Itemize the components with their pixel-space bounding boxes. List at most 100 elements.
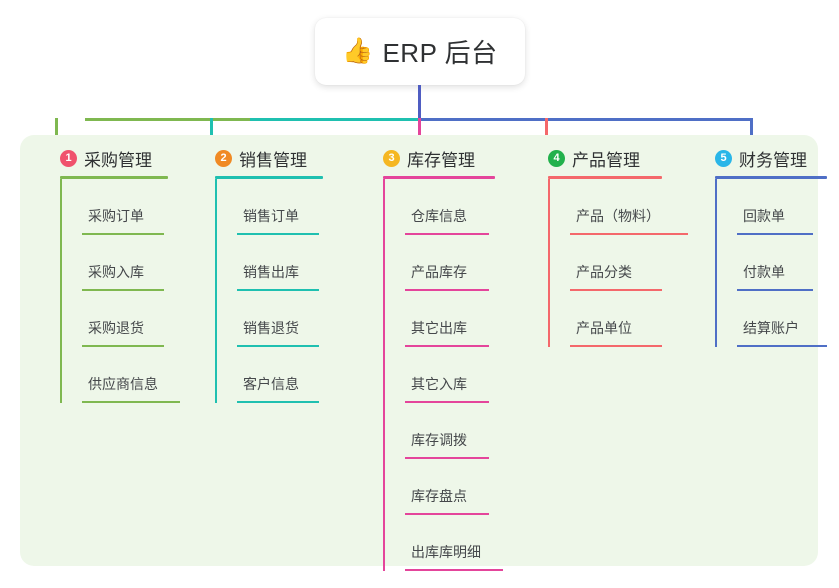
bus-segment-1 (85, 118, 253, 121)
leaf-item[interactable]: 销售出库 (237, 235, 345, 291)
column-underline (60, 176, 168, 179)
leaf-label: 客户信息 (243, 376, 299, 392)
leaf-label: 出库库明细 (411, 544, 481, 560)
leaf-item[interactable]: 采购订单 (82, 179, 190, 235)
leaf-spine (383, 179, 385, 571)
column-underline (715, 176, 827, 179)
leaf-underline (237, 345, 319, 347)
leaf-label: 采购订单 (88, 208, 144, 224)
leaf-list: 仓库信息产品库存其它出库其它入库库存调拨库存盘点出库库明细 (383, 179, 513, 571)
leaf-item[interactable]: 产品分类 (570, 235, 688, 291)
leaf-label: 其它入库 (411, 376, 467, 392)
leaf-label: 采购退货 (88, 320, 144, 336)
leaf-item[interactable]: 仓库信息 (405, 179, 513, 235)
leaf-item[interactable]: 客户信息 (237, 347, 345, 403)
thumbs-up-icon: 👍 (342, 37, 374, 65)
leaf-label: 库存调拨 (411, 432, 467, 448)
leaf-underline (82, 233, 164, 235)
leaf-list: 销售订单销售出库销售退货客户信息 (215, 179, 345, 403)
leaf-label: 结算账户 (743, 320, 799, 336)
leaf-item[interactable]: 采购退货 (82, 291, 190, 347)
root-stem (418, 85, 421, 118)
leaf-label: 付款单 (743, 264, 785, 280)
leaf-label: 库存盘点 (411, 488, 467, 504)
column-stem-2 (210, 118, 213, 150)
leaf-underline (570, 233, 688, 235)
leaf-label: 销售出库 (243, 264, 299, 280)
leaf-item[interactable]: 销售订单 (237, 179, 345, 235)
leaf-list: 产品（物料） 产品分类产品单位 (548, 179, 688, 347)
leaf-item[interactable]: 其它出库 (405, 291, 513, 347)
leaf-underline (405, 457, 489, 459)
leaf-label: 产品单位 (576, 320, 632, 336)
leaf-underline (405, 289, 489, 291)
leaf-underline (82, 345, 164, 347)
column-header-销售管理[interactable]: 2 销售管理 (195, 145, 345, 171)
leaf-label: 采购入库 (88, 264, 144, 280)
column-header-产品管理[interactable]: 4 产品管理 (528, 145, 688, 171)
leaf-underline (570, 345, 662, 347)
leaf-item[interactable]: 产品（物料） (570, 179, 688, 235)
column-1: 1 采购管理采购订单采购入库采购退货供应商信息 (40, 145, 190, 403)
number-badge-icon: 1 (60, 149, 77, 167)
leaf-item[interactable]: 回款单 (737, 179, 835, 235)
column-title: 库存管理 (407, 150, 475, 170)
diagram-panel (20, 135, 818, 566)
leaf-underline (737, 345, 827, 347)
leaf-item[interactable]: 产品库存 (405, 235, 513, 291)
column-title: 销售管理 (239, 150, 307, 170)
root-node-title: ERP 后台 (382, 38, 498, 68)
leaf-underline (237, 289, 319, 291)
leaf-item[interactable]: 库存调拨 (405, 403, 513, 459)
leaf-underline (737, 233, 813, 235)
leaf-label: 回款单 (743, 208, 785, 224)
leaf-label: 产品分类 (576, 264, 632, 280)
leaf-item[interactable]: 产品单位 (570, 291, 688, 347)
column-3: 3 库存管理仓库信息产品库存其它出库其它入库库存调拨库存盘点出库库明细 (363, 145, 513, 571)
column-stem-4 (545, 118, 548, 150)
leaf-spine (60, 179, 62, 403)
leaf-item[interactable]: 出库库明细 (405, 515, 513, 571)
leaf-item[interactable]: 采购入库 (82, 235, 190, 291)
leaf-item[interactable]: 供应商信息 (82, 347, 190, 403)
leaf-underline (82, 401, 180, 403)
leaf-item[interactable]: 其它入库 (405, 347, 513, 403)
leaf-underline (405, 345, 489, 347)
number-badge-icon: 3 (383, 149, 400, 167)
leaf-item[interactable]: 销售退货 (237, 291, 345, 347)
leaf-item[interactable]: 付款单 (737, 235, 835, 291)
leaf-label: 供应商信息 (88, 376, 158, 392)
leaf-underline (237, 233, 319, 235)
leaf-spine (548, 179, 550, 347)
column-header-库存管理[interactable]: 3 库存管理 (363, 145, 513, 171)
leaf-list: 回款单付款单结算账户 (715, 179, 835, 347)
leaf-label: 销售订单 (243, 208, 299, 224)
leaf-underline (82, 289, 164, 291)
root-node-card[interactable]: 👍 ERP 后台 (315, 18, 525, 85)
column-title: 产品管理 (572, 150, 640, 170)
column-title: 采购管理 (84, 150, 152, 170)
column-header-采购管理[interactable]: 1 采购管理 (40, 145, 190, 171)
leaf-underline (405, 401, 489, 403)
column-stem-3 (418, 118, 421, 150)
leaf-underline (405, 233, 489, 235)
number-badge-icon: 4 (548, 149, 565, 167)
column-underline (548, 176, 662, 179)
column-underline (215, 176, 323, 179)
leaf-item[interactable]: 库存盘点 (405, 459, 513, 515)
leaf-label: 仓库信息 (411, 208, 467, 224)
column-title: 财务管理 (739, 150, 807, 170)
leaf-label: 产品库存 (411, 264, 467, 280)
leaf-underline (570, 289, 662, 291)
number-badge-icon: 2 (215, 149, 232, 167)
leaf-spine (715, 179, 717, 347)
leaf-list: 采购订单采购入库采购退货供应商信息 (60, 179, 190, 403)
column-underline (383, 176, 495, 179)
leaf-label: 其它出库 (411, 320, 467, 336)
column-2: 2 销售管理销售订单销售出库销售退货客户信息 (195, 145, 345, 403)
leaf-underline (405, 569, 503, 571)
leaf-item[interactable]: 结算账户 (737, 291, 835, 347)
leaf-label: 产品（物料） (576, 208, 660, 224)
